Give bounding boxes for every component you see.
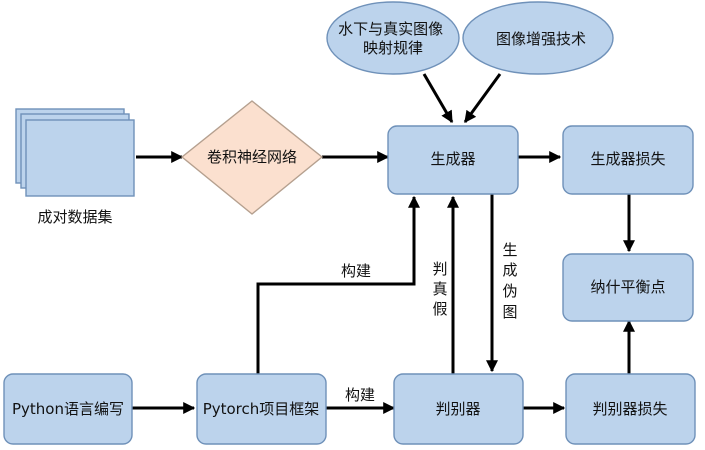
underwater-rule-ellipse [326,1,460,75]
edge-pytorch-to-generator [256,195,420,374]
node-gen-loss: 生成器损失 [562,125,694,195]
node-generator: 生成器 [387,125,519,195]
nash-box [562,253,694,322]
edge-enhance-to-generator [463,73,502,123]
node-disc-loss: 判别器损失 [565,373,696,445]
cnn-diamond [180,100,324,215]
node-underwater-rule: 水下与真实图像 映射规律 [326,1,460,75]
generator-box [387,125,519,195]
edges [132,73,635,414]
node-python: Python语言编写 [3,373,133,445]
gen-fake-char-4: 图 [502,303,517,321]
edge-label-judge: 判 真 假 [432,260,447,318]
disc-loss-box [565,373,696,445]
pytorch-box [196,373,327,445]
cnn-label: 卷积神经网络 [207,148,297,166]
judge-char-1: 判 [432,260,447,278]
edge-label-gen-fake: 生 成 伪 图 [502,241,517,321]
node-enhance: 图像增强技术 [462,1,614,75]
enhance-label: 图像增强技术 [496,30,586,48]
discriminator-label: 判别器 [435,400,480,418]
gen-loss-box [562,125,694,195]
discriminator-box [393,373,524,445]
judge-char-2: 真 [432,280,447,298]
underwater-rule-line-1: 水下与真实图像 [338,20,443,38]
python-label: Python语言编写 [12,400,124,418]
pytorch-label: Pytorch项目框架 [203,400,320,418]
gen-fake-char-2: 成 [502,261,517,279]
node-pytorch: Pytorch项目框架 [196,373,327,445]
disc-loss-label: 判别器损失 [592,400,667,418]
underwater-rule-label: 水下与真实图像 映射规律 [338,20,448,57]
node-dataset: 成对数据集 [15,108,135,226]
python-box [3,373,133,445]
nash-label: 纳什平衡点 [590,278,665,296]
generator-label: 生成器 [430,150,475,168]
gen-fake-char-1: 生 [502,241,517,259]
edge-label-build-top: 构建 [341,262,371,280]
gen-fake-char-3: 伪 [502,282,517,300]
enhance-ellipse [462,1,614,75]
underwater-rule-line-2: 映射规律 [363,39,423,57]
dataset-doc-front [25,119,135,197]
node-nash: 纳什平衡点 [562,253,694,322]
node-cnn: 卷积神经网络 [180,100,324,215]
judge-char-3: 假 [432,300,447,318]
dataset-label: 成对数据集 [37,208,112,226]
node-discriminator: 判别器 [393,373,524,445]
edge-rule-to-generator [422,73,454,124]
gen-loss-label: 生成器损失 [590,150,665,168]
edge-label-build-bottom: 构建 [345,386,375,404]
